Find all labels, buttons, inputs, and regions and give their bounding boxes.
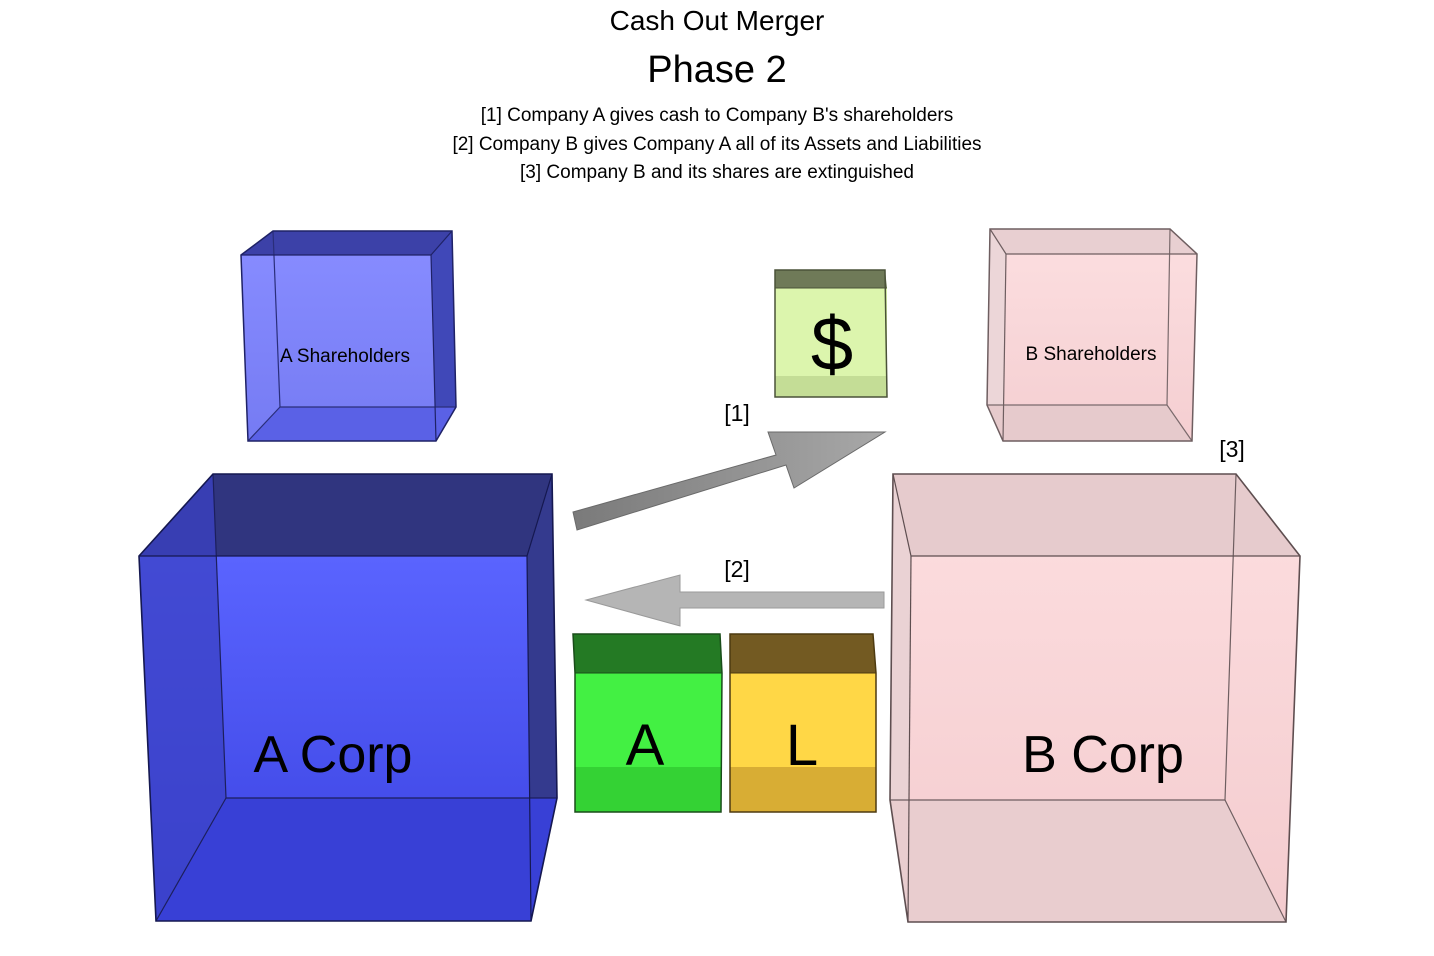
step-2-text: [2] Company B gives Company A all of its…	[452, 134, 981, 155]
diagram-subtitle: Phase 2	[647, 49, 786, 91]
step-2-marker: [2]	[724, 556, 750, 582]
a-shareholders-label: A Shareholders	[280, 346, 410, 367]
assets-label: A	[626, 713, 665, 778]
b-shareholders-cube: B Shareholders	[986, 228, 1198, 442]
step-1-text: [1] Company A gives cash to Company B's …	[481, 105, 954, 126]
arrow-assets-to-a-corp	[584, 574, 885, 627]
step-3-marker: [3]	[1219, 436, 1245, 462]
step-3-text: [3] Company B and its shares are extingu…	[520, 162, 914, 183]
cash-box: $	[774, 269, 888, 398]
arrow-cash-to-b-shareholders	[572, 431, 887, 531]
cash-label: $	[811, 302, 853, 387]
step-1-marker: [1]	[724, 400, 750, 426]
a-corp-label: A Corp	[254, 726, 413, 784]
diagram-title: Cash Out Merger	[610, 5, 825, 36]
b-shareholders-label: B Shareholders	[1026, 344, 1157, 365]
assets-box: A	[572, 633, 723, 813]
liabilities-box: L	[729, 633, 877, 813]
liabilities-label: L	[786, 713, 818, 778]
b-corp-label: B Corp	[1022, 726, 1184, 784]
a-shareholders-cube: A Shareholders	[240, 230, 457, 442]
a-corp-cube: A Corp	[138, 473, 558, 922]
b-corp-cube: B Corp	[889, 473, 1301, 923]
